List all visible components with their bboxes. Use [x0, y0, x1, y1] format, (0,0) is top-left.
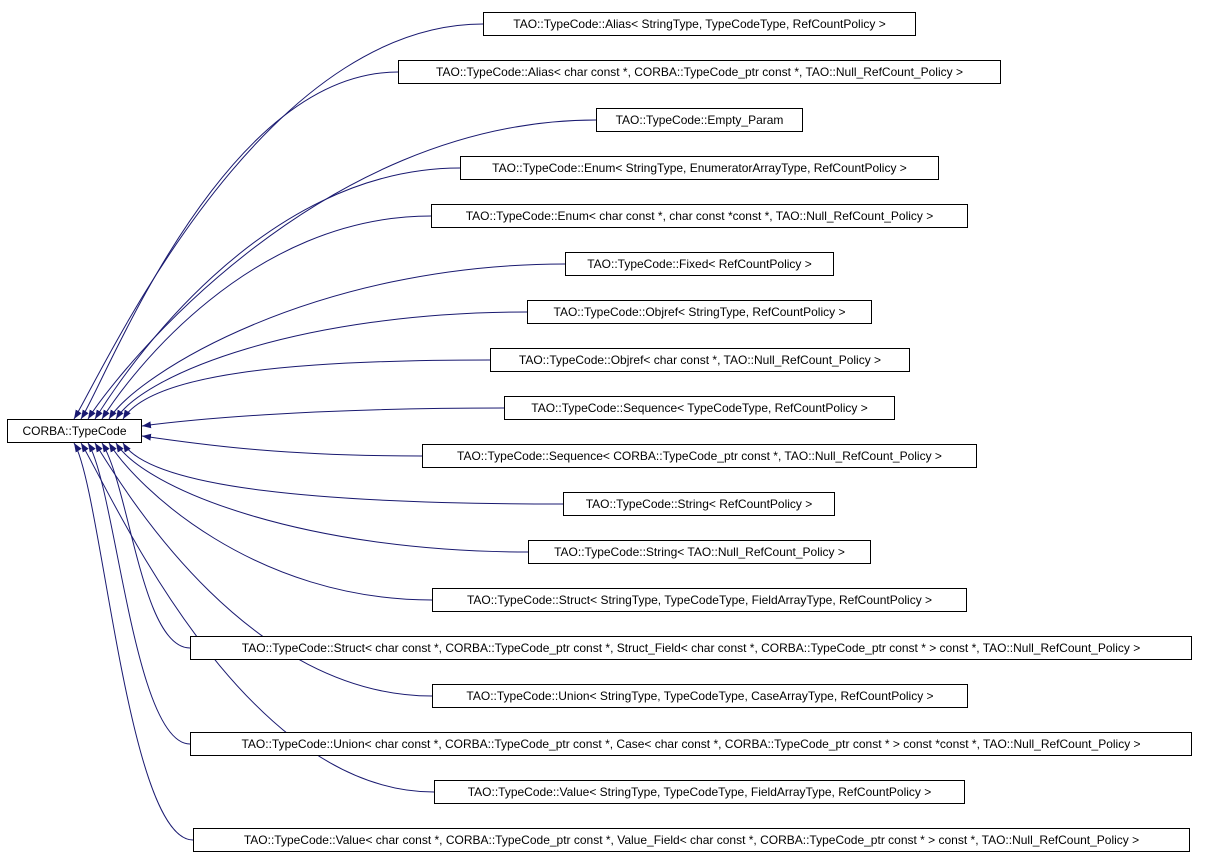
inheritance-edge [122, 359, 491, 420]
class-node-enum-specialized[interactable]: TAO::TypeCode::Enum< char const *, char … [431, 204, 968, 228]
inheritance-edge [108, 263, 566, 420]
inheritance-edge [141, 407, 505, 429]
inheritance-edge [94, 167, 461, 420]
class-node-value-specialized[interactable]: TAO::TypeCode::Value< char const *, CORB… [193, 828, 1190, 852]
inheritance-edge [115, 311, 528, 420]
inheritance-edge [101, 215, 432, 420]
class-node-enum-generic[interactable]: TAO::TypeCode::Enum< StringType, Enumera… [460, 156, 939, 180]
class-node-empty-param[interactable]: TAO::TypeCode::Empty_Param [596, 108, 803, 132]
inheritance-edge [108, 442, 433, 601]
inheritance-edge [87, 442, 191, 745]
inheritance-edge [73, 442, 194, 841]
class-node-string-specialized[interactable]: TAO::TypeCode::String< TAO::Null_RefCoun… [528, 540, 871, 564]
class-node-sequence-specialized[interactable]: TAO::TypeCode::Sequence< CORBA::TypeCode… [422, 444, 977, 468]
class-node-value-generic[interactable]: TAO::TypeCode::Value< StringType, TypeCo… [434, 780, 965, 804]
inheritance-edge [101, 442, 191, 649]
class-node-alias-generic[interactable]: TAO::TypeCode::Alias< StringType, TypeCo… [483, 12, 916, 36]
class-node-struct-specialized[interactable]: TAO::TypeCode::Struct< char const *, COR… [190, 636, 1192, 660]
class-node-objref-generic[interactable]: TAO::TypeCode::Objref< StringType, RefCo… [527, 300, 872, 324]
base-class-node[interactable]: CORBA::TypeCode [7, 419, 142, 443]
inheritance-edge [141, 433, 423, 457]
class-node-alias-specialized[interactable]: TAO::TypeCode::Alias< char const *, CORB… [398, 60, 1001, 84]
inheritance-edge [80, 71, 399, 420]
class-node-objref-specialized[interactable]: TAO::TypeCode::Objref< char const *, TAO… [490, 348, 910, 372]
class-node-sequence-generic[interactable]: TAO::TypeCode::Sequence< TypeCodeType, R… [504, 396, 895, 420]
class-node-struct-generic[interactable]: TAO::TypeCode::Struct< StringType, TypeC… [432, 588, 967, 612]
class-node-union-specialized[interactable]: TAO::TypeCode::Union< char const *, CORB… [190, 732, 1192, 756]
class-node-union-generic[interactable]: TAO::TypeCode::Union< StringType, TypeCo… [432, 684, 968, 708]
class-node-string-generic[interactable]: TAO::TypeCode::String< RefCountPolicy > [563, 492, 835, 516]
class-node-fixed[interactable]: TAO::TypeCode::Fixed< RefCountPolicy > [565, 252, 834, 276]
